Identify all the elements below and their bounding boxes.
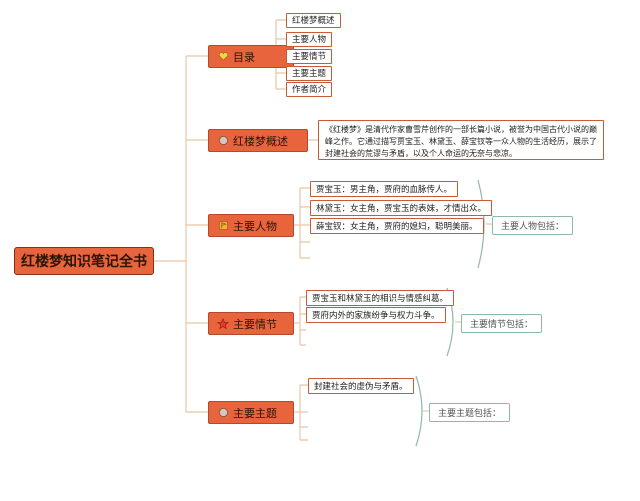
plot-item[interactable]: 贾府内外的家族纷争与权力斗争。 (306, 307, 446, 323)
toc-item[interactable]: 主要情节 (286, 49, 333, 64)
toc-item[interactable]: 主要人物 (286, 32, 333, 47)
branch-toc[interactable]: 目录 (208, 45, 294, 68)
branch-themes-label: 主要主题 (233, 406, 277, 420)
branch-overview[interactable]: 红楼梦概述 (208, 129, 308, 152)
branch-plot-label: 主要情节 (233, 317, 277, 331)
toc-item[interactable]: 主要主题 (286, 66, 333, 81)
character-item[interactable]: 贾宝玉：男主角，贾府的血脉传人。 (310, 181, 459, 197)
toc-item[interactable]: 作者简介 (286, 82, 333, 97)
character-item[interactable]: 薛宝钗：女主角，贾府的媳妇，聪明美丽。 (310, 218, 484, 234)
toc-item[interactable]: 红楼梦概述 (286, 13, 341, 28)
plot-summary[interactable]: 主要情节包括： (461, 314, 543, 333)
circle-icon (217, 135, 229, 147)
branch-characters-label: 主要人物 (233, 219, 277, 233)
circle-icon (217, 407, 229, 419)
overview-text[interactable]: 《红楼梦》是清代作家曹雪芹创作的一部长篇小说，被誉为中国古代小说的巅峰之作。它通… (318, 120, 604, 160)
flag-icon (217, 220, 229, 232)
branch-characters[interactable]: 主要人物 (208, 214, 294, 237)
character-item[interactable]: 林黛玉：女主角，贾宝玉的表妹，才情出众。 (310, 200, 493, 216)
branch-overview-label: 红楼梦概述 (233, 134, 288, 148)
theme-item[interactable]: 封建社会的虚伪与矛盾。 (308, 378, 414, 394)
star-icon (217, 317, 229, 330)
branch-themes[interactable]: 主要主题 (208, 401, 294, 424)
branch-plot[interactable]: 主要情节 (208, 312, 294, 335)
plot-item[interactable]: 贾宝玉和林黛玉的相识与情感纠葛。 (306, 290, 455, 306)
branch-toc-label: 目录 (233, 50, 255, 64)
heart-icon (217, 51, 229, 63)
themes-summary[interactable]: 主要主题包括： (429, 403, 511, 422)
characters-summary[interactable]: 主要人物包括： (492, 216, 574, 235)
root-node[interactable]: 红楼梦知识笔记全书 (14, 247, 154, 275)
